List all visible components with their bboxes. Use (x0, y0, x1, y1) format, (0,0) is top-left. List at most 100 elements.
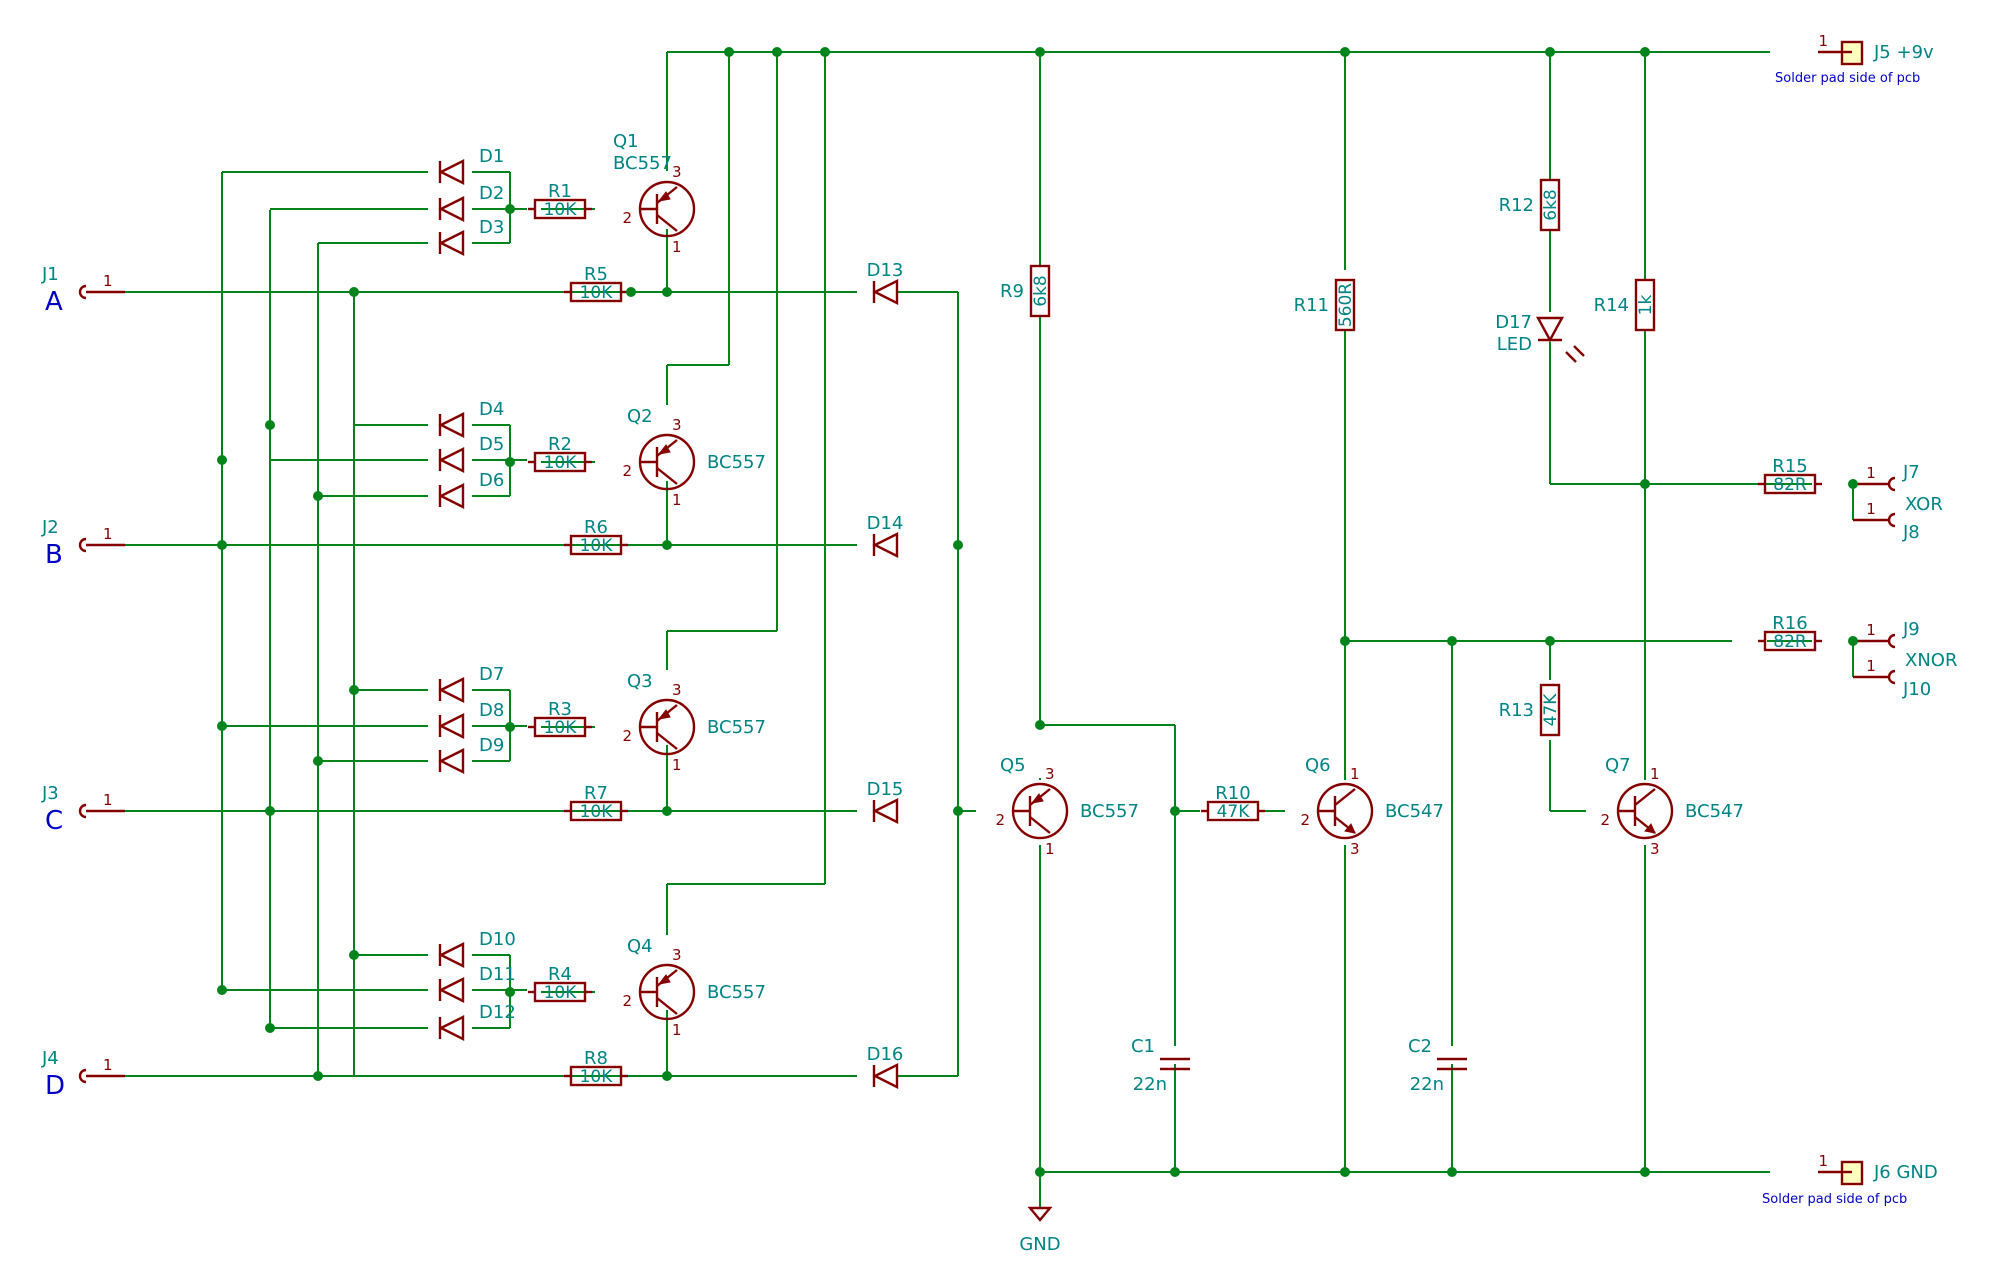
power-connector-J6 (1818, 1160, 1864, 1186)
transistor-Q7-pin-c: 1 (1650, 765, 1660, 783)
diode-D12 (438, 1015, 465, 1041)
input-J2-ref: J2 (41, 517, 59, 538)
resistor-R3-value: 10K (544, 718, 578, 738)
capacitor-C1-ref: C1 (1131, 1036, 1155, 1057)
transistor-Q2-value: BC557 (707, 452, 766, 473)
diode-D10 (438, 942, 465, 968)
resistor-R8-value: 10K (580, 1067, 614, 1087)
transistor-Q5-pin-e: 3 (1045, 765, 1055, 783)
resistor-R5-ref: R5 (584, 264, 608, 285)
transistor-Q7-value: BC547 (1685, 801, 1744, 822)
resistor-R10-ref: R10 (1215, 783, 1250, 804)
led-value: LED (1497, 334, 1532, 355)
diode-D3 (438, 230, 465, 256)
diode-D12-ref: D12 (479, 1002, 516, 1023)
resistor-R1-ref: R1 (548, 181, 572, 202)
input-J4-ref: J4 (41, 1048, 59, 1069)
junction-dot (1340, 636, 1350, 646)
input-J2-signal: B (45, 540, 63, 570)
power-connector-J5 (1818, 40, 1864, 66)
gnd-symbol (1027, 1206, 1053, 1222)
diode-D4-ref: D4 (479, 399, 504, 420)
capacitor-C2 (1437, 1057, 1467, 1071)
junction-dot (265, 806, 275, 816)
junction-dot (505, 722, 515, 732)
resistor-R11-value: 560R (1336, 283, 1356, 327)
input-J3-pin: 1 (103, 791, 113, 809)
transistor-Q7-pin-e: 3 (1650, 840, 1660, 858)
junction-dot (1340, 47, 1350, 57)
output-J10-ref: J10 (1902, 679, 1931, 700)
transistor-Q4-pin-e: 3 (672, 946, 682, 964)
transistor-Q2-ref: Q2 (627, 406, 653, 427)
diode-D14 (872, 532, 899, 558)
transistor-Q6-pin-b: 2 (1300, 811, 1310, 829)
transistor-Q4-ref: Q4 (627, 936, 653, 957)
junction-dot (1848, 636, 1858, 646)
junction-dot (505, 457, 515, 467)
junction-dot (313, 491, 323, 501)
capacitor-C1-value: 22n (1133, 1074, 1167, 1095)
resistor-R7-value: 10K (580, 802, 614, 822)
diode-D1 (438, 159, 465, 185)
resistor-R7 (564, 800, 628, 822)
input-J2 (78, 537, 125, 553)
diode-D7 (438, 677, 465, 703)
input-J3-signal: C (45, 806, 63, 836)
power-connector-J5-pin: 1 (1818, 32, 1828, 50)
input-J3-ref: J3 (41, 783, 59, 804)
diode-D14-ref: D14 (867, 513, 904, 534)
transistor-Q6-pin-e: 3 (1350, 840, 1360, 858)
input-J4-pin: 1 (103, 1056, 113, 1074)
output-J8 (1853, 512, 1896, 528)
input-J1-ref: J1 (41, 264, 59, 285)
resistor-R9-ref: R9 (1000, 281, 1024, 302)
output-J9-pin: 1 (1866, 621, 1876, 639)
resistor-R9-value: 6k8 (1031, 275, 1051, 306)
diode-D15-ref: D15 (867, 779, 904, 800)
junction-dot (1447, 636, 1457, 646)
junction-dot (505, 987, 515, 997)
input-J3 (78, 803, 125, 819)
resistor-R10-value: 47K (1217, 802, 1251, 822)
diode-D13-ref: D13 (867, 260, 904, 281)
junction-dot (265, 1023, 275, 1033)
power-connector-J6-pin: 1 (1818, 1152, 1828, 1170)
junction-dot (1170, 806, 1180, 816)
resistor-R15-value: 82R (1773, 475, 1807, 495)
resistor-R13 (1539, 683, 1561, 737)
junction-dot (1545, 636, 1555, 646)
transistor-Q4-pin-c: 1 (672, 1021, 682, 1039)
resistor-R8 (564, 1065, 628, 1087)
diode-D3-ref: D3 (479, 217, 504, 238)
transistor-Q3-pin-c: 1 (672, 756, 682, 774)
transistor-Q4-value: BC557 (707, 982, 766, 1003)
transistor-Q2 (638, 433, 696, 491)
junction-dot (1035, 720, 1045, 730)
junction-dot (662, 1071, 672, 1081)
resistor-R3 (528, 716, 592, 738)
resistor-R6-ref: R6 (584, 517, 608, 538)
resistor-R15 (1758, 473, 1822, 495)
resistor-R7-ref: R7 (584, 783, 608, 804)
junction-dot (1170, 1167, 1180, 1177)
resistor-R4-value: 10K (544, 983, 578, 1003)
junction-dot (265, 420, 275, 430)
diode-D5-ref: D5 (479, 434, 504, 455)
resistor-R2-value: 10K (544, 453, 578, 473)
transistor-Q1-ref: Q1 (613, 131, 639, 152)
power-connector-J5-label: J5 +9v (1873, 42, 1934, 63)
transistor-Q4 (638, 963, 696, 1021)
junction-dot (662, 287, 672, 297)
resistor-R12-value: 6k8 (1541, 189, 1561, 220)
resistor-R2 (528, 451, 592, 473)
transistor-Q7 (1616, 782, 1674, 840)
resistor-R6-value: 10K (580, 536, 614, 556)
junction-dot (662, 540, 672, 550)
power-connector-J6-label: J6 GND (1873, 1162, 1938, 1183)
junction-dot (313, 756, 323, 766)
diode-D9 (438, 748, 465, 774)
diode-D2-ref: D2 (479, 183, 504, 204)
diode-D6-ref: D6 (479, 470, 504, 491)
